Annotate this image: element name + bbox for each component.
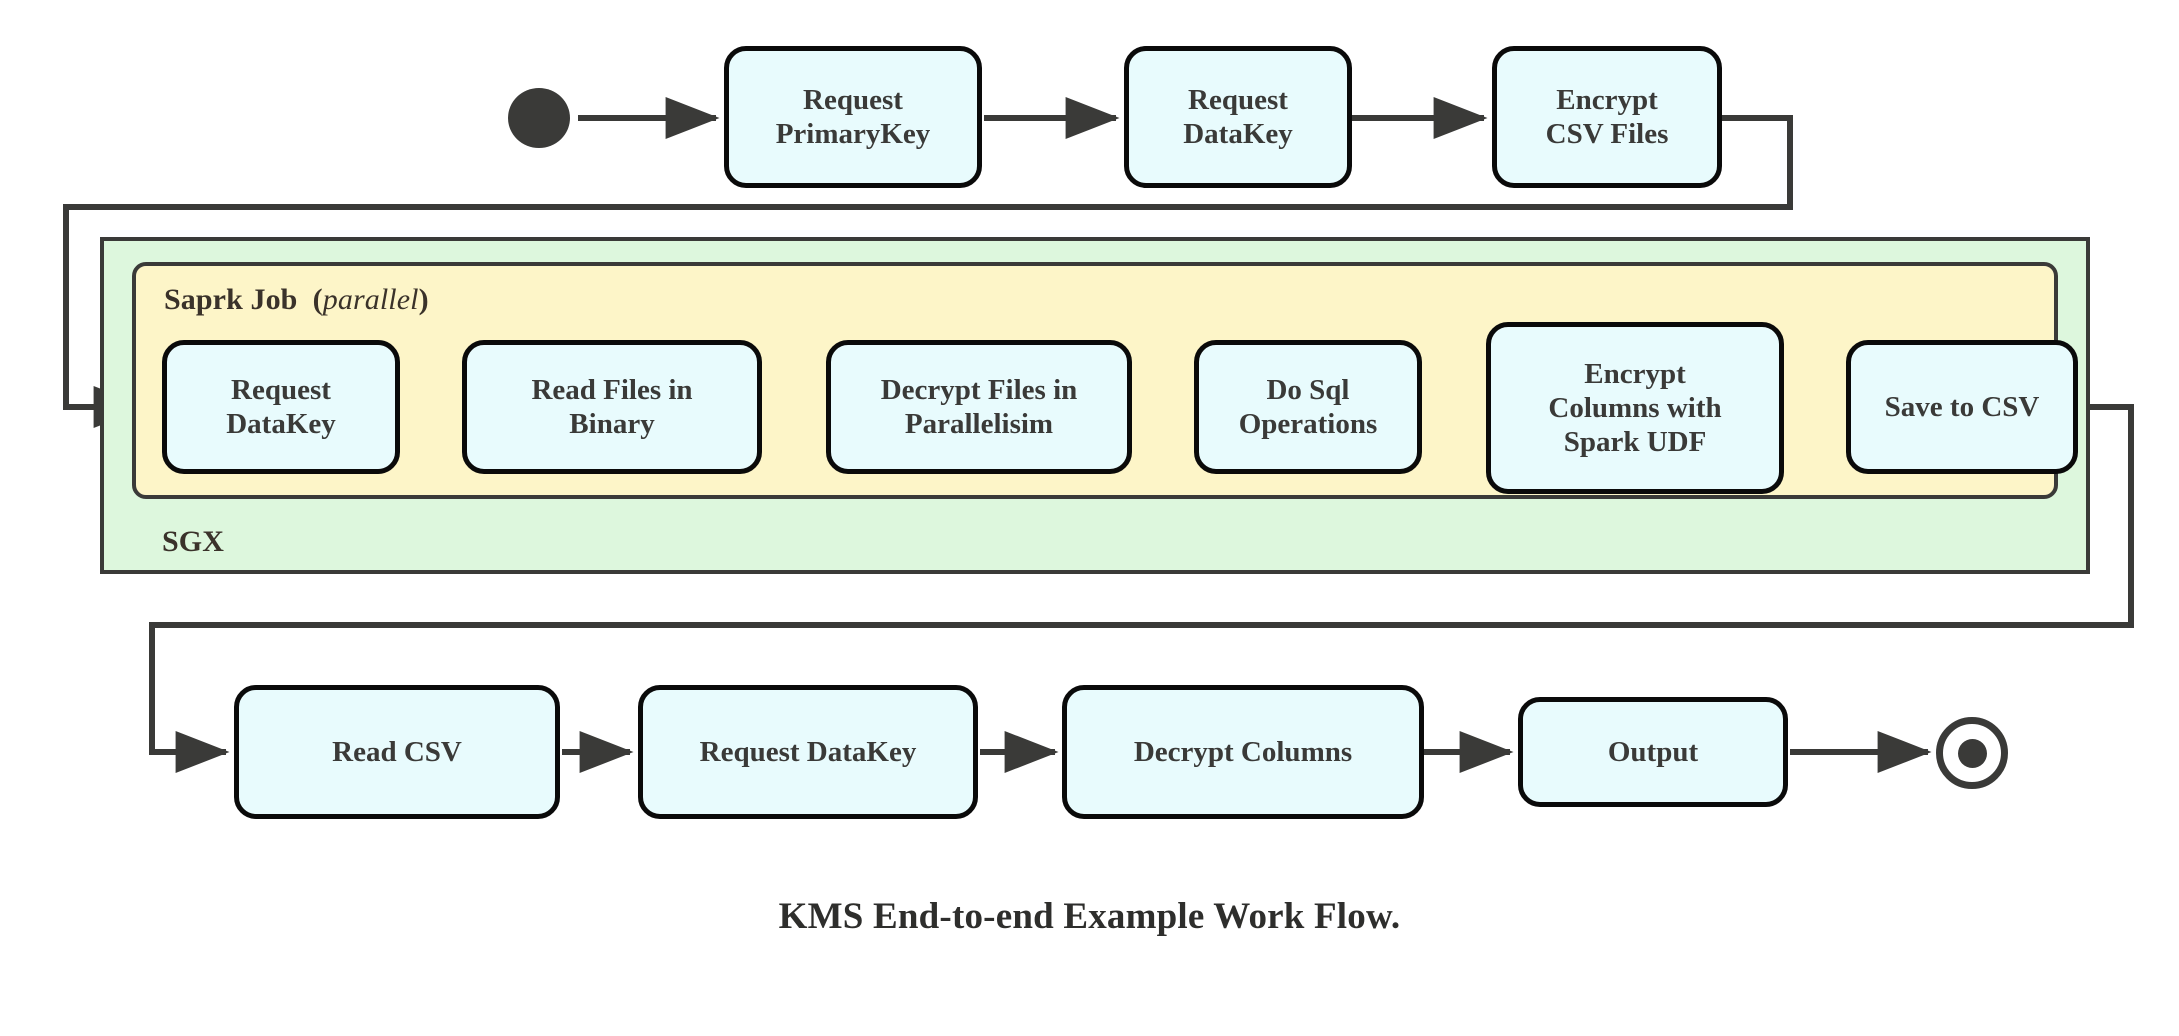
- sgx-container-label: SGX: [162, 525, 224, 558]
- end-node-inner-dot: [1957, 738, 1987, 768]
- node-line: Output: [1607, 735, 1699, 768]
- node-decrypt-columns[interactable]: Decrypt Columns: [1062, 685, 1424, 819]
- node-line: Request DataKey: [699, 735, 917, 768]
- node-line: Read CSV: [332, 735, 462, 768]
- node-line: Spark UDF: [1563, 426, 1707, 459]
- node-line: Read Files in: [531, 373, 693, 406]
- node-line: Request: [803, 83, 903, 116]
- spark-job-label-text: Saprk Job: [164, 283, 298, 316]
- node-decrypt-files-in-parallelisim[interactable]: Decrypt Files in Parallelisim: [826, 340, 1132, 474]
- node-line: DataKey: [1183, 118, 1293, 150]
- node-do-sql-operations[interactable]: Do Sql Operations: [1194, 340, 1422, 474]
- node-encrypt-columns-with-spark-udf[interactable]: Encrypt Columns with Spark UDF: [1486, 322, 1784, 494]
- node-line: Save to CSV: [1884, 390, 2040, 423]
- node-read-csv[interactable]: Read CSV: [234, 685, 560, 819]
- node-request-datakey-bottom[interactable]: Request DataKey: [638, 685, 978, 819]
- node-line: CSV Files: [1545, 118, 1669, 150]
- node-line: Decrypt Columns: [1133, 735, 1353, 768]
- node-line: Request: [231, 373, 331, 406]
- node-request-primarykey[interactable]: Request PrimaryKey: [724, 46, 982, 188]
- node-encrypt-csv-files[interactable]: Encrypt CSV Files: [1492, 46, 1722, 188]
- node-request-datakey-top[interactable]: Request DataKey: [1124, 46, 1352, 188]
- node-line: Operations: [1238, 408, 1378, 440]
- node-request-datakey-spark[interactable]: Request DataKey: [162, 340, 400, 474]
- node-line: DataKey: [226, 408, 336, 440]
- node-line: Request: [1188, 83, 1288, 116]
- node-line: Encrypt: [1556, 83, 1658, 116]
- node-line: Decrypt Files in: [880, 373, 1078, 406]
- node-read-files-in-binary[interactable]: Read Files in Binary: [462, 340, 762, 474]
- node-line: Do Sql: [1266, 373, 1350, 406]
- end-node: [1936, 717, 2008, 789]
- spark-job-modifier: (parallel): [305, 283, 429, 316]
- diagram-caption: KMS End-to-end Example Work Flow.: [778, 896, 1401, 937]
- node-line: Parallelisim: [904, 408, 1054, 440]
- node-output[interactable]: Output: [1518, 697, 1788, 807]
- spark-job-container-label: Saprk Job (parallel): [164, 283, 429, 317]
- node-line: Columns with: [1548, 391, 1722, 424]
- node-line: Binary: [569, 408, 655, 440]
- node-save-to-csv[interactable]: Save to CSV: [1846, 340, 2078, 474]
- node-line: Encrypt: [1584, 357, 1686, 390]
- node-line: PrimaryKey: [775, 118, 931, 150]
- start-node: [508, 88, 570, 148]
